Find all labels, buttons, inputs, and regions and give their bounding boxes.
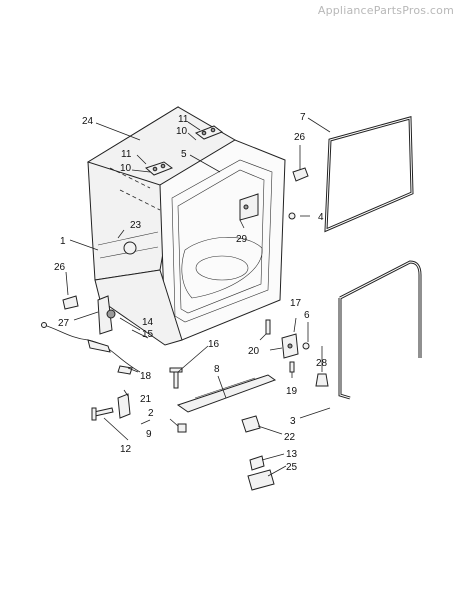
- callout-8: 8: [214, 364, 220, 375]
- callout-10b: 10: [120, 163, 132, 174]
- toe-panel-8: [176, 374, 277, 413]
- callout-4: 4: [318, 212, 324, 223]
- fastener-2: [177, 423, 187, 433]
- callout-24: 24: [82, 116, 94, 127]
- callout-5: 5: [181, 149, 187, 160]
- bolt-12: [91, 407, 114, 421]
- callout-labels: 1 2 3 4 5 6 7 8 9 10 10 11 11 12 13 14 1…: [54, 112, 328, 473]
- part-28: [315, 373, 329, 387]
- callout-13: 13: [286, 449, 298, 460]
- bracket-17-20: [281, 333, 299, 359]
- callout-11b: 11: [121, 149, 132, 160]
- callout-2: 2: [148, 408, 154, 419]
- callout-22: 22: [284, 432, 296, 443]
- bracket-9: [117, 393, 131, 419]
- fastener-4: [288, 212, 296, 220]
- callout-28: 28: [316, 358, 328, 369]
- hinge-bracket-top: [194, 125, 224, 140]
- screw-16-right: [265, 319, 271, 335]
- clip-22: [241, 415, 261, 433]
- leg-assembly-14-15: [97, 295, 116, 335]
- fastener-6: [302, 342, 310, 350]
- callout-26a: 26: [294, 132, 306, 143]
- callout-23: 23: [130, 220, 142, 231]
- callout-12: 12: [120, 444, 132, 455]
- foot-18: [87, 339, 111, 353]
- clip-26-top: [292, 167, 309, 182]
- callout-1: 1: [60, 236, 66, 247]
- callout-3: 3: [290, 416, 296, 427]
- leader-lines: [65, 117, 331, 477]
- callout-19: 19: [286, 386, 298, 397]
- callout-18: 18: [140, 371, 152, 382]
- callout-15: 15: [142, 329, 154, 340]
- callout-9: 9: [146, 429, 152, 440]
- callout-16: 16: [208, 339, 220, 350]
- callout-29: 29: [236, 234, 248, 245]
- callout-25: 25: [286, 462, 298, 473]
- callout-7: 7: [300, 112, 306, 123]
- lower-door-seal: [338, 260, 422, 400]
- vent-bracket-29: [239, 193, 259, 221]
- clip-26-left: [62, 295, 79, 310]
- screw-21: [117, 365, 133, 375]
- hinge-bracket-side: [145, 161, 174, 176]
- screw-16: [169, 367, 183, 389]
- callout-21: 21: [140, 394, 152, 405]
- callout-26b: 26: [54, 262, 66, 273]
- callout-27: 27: [58, 318, 70, 329]
- screw-19: [289, 361, 295, 373]
- callout-20: 20: [248, 346, 260, 357]
- tub-assembly: [86, 106, 286, 346]
- callout-6: 6: [304, 310, 310, 321]
- callout-14: 14: [142, 317, 154, 328]
- watermark-text: AppliancePartsPros.com: [317, 4, 454, 17]
- callout-10a: 10: [176, 126, 188, 137]
- callout-11a: 11: [178, 114, 189, 125]
- callout-17: 17: [290, 298, 302, 309]
- part-13-25: [247, 455, 275, 491]
- door-gasket: [324, 116, 414, 233]
